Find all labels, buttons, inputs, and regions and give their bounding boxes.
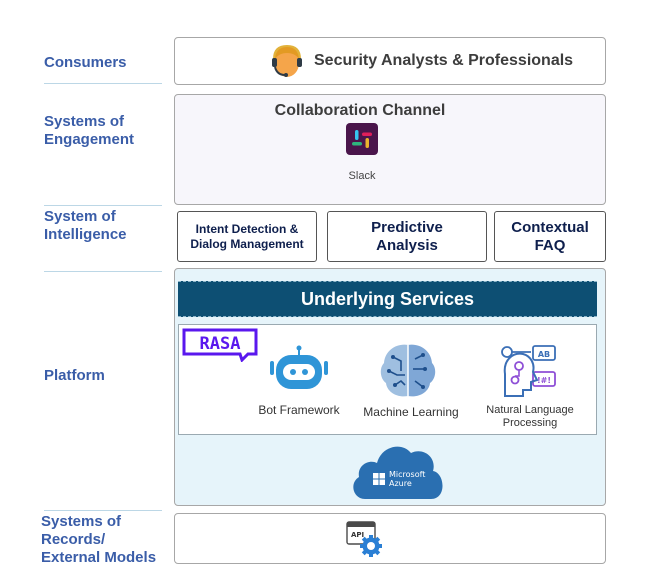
rasa-logo-text: RASA — [200, 334, 241, 354]
label-divider — [44, 83, 162, 84]
intent-detection-line1: Intent Detection & — [195, 221, 299, 236]
nlp-label: Natural Language Processing — [475, 404, 585, 430]
platform-box: Underlying Services RASA Bot Framework — [174, 268, 606, 506]
layer-label-intelligence: System of Intelligence — [44, 208, 127, 244]
label-divider — [44, 205, 162, 206]
layer-label-engagement-line1: Systems of — [44, 113, 125, 130]
nlp-label-line1: Natural Language — [486, 404, 574, 416]
predictive-analysis-box: Predictive Analysis — [327, 211, 487, 262]
svg-text:AB: AB — [538, 350, 550, 359]
intent-detection-box: Intent Detection & Dialog Management — [177, 211, 317, 262]
azure-line1: Microsoft — [389, 470, 425, 479]
predictive-analysis-line1: Predictive — [371, 218, 443, 236]
robot-icon — [270, 345, 328, 389]
predictive-analysis-line2: Analysis — [376, 236, 438, 254]
machine-learning-label: Machine Learning — [363, 405, 459, 419]
contextual-faq-line2: FAQ — [534, 236, 566, 254]
layer-label-records: Systems of Records/ External Models — [41, 513, 156, 567]
intent-detection-line2: Dialog Management — [190, 236, 304, 251]
slack-label: Slack — [348, 170, 376, 182]
slack-icon — [346, 123, 378, 155]
collaboration-title: Collaboration Channel — [274, 102, 446, 119]
layer-label-records-line2: Records/ — [41, 531, 106, 548]
api-gear-icon: API — [346, 521, 382, 557]
label-divider — [44, 271, 162, 272]
nlp-label-line2: Processing — [502, 417, 558, 429]
layer-label-intelligence-line1: System of — [44, 208, 116, 225]
brain-circuit-icon — [380, 344, 436, 397]
user-headset-icon — [272, 45, 302, 77]
underlying-services-banner: Underlying Services — [178, 281, 597, 317]
rasa-logo-icon: RASA — [182, 328, 258, 362]
consumers-title: Security Analysts & Professionals — [314, 52, 574, 69]
label-divider — [44, 510, 162, 511]
records-box: API — [174, 513, 606, 564]
azure-line2: Azure — [389, 479, 412, 488]
contextual-faq-box: Contextual FAQ — [494, 211, 606, 262]
layer-label-records-line1: Systems of — [41, 513, 122, 530]
layer-label-records-line3: External Models — [41, 549, 157, 566]
layer-label-platform: Platform — [44, 367, 105, 384]
layer-label-engagement-line2: Engagement — [44, 131, 135, 148]
bot-framework-label: Bot Framework — [258, 403, 340, 417]
layer-label-engagement: Systems of Engagement — [44, 113, 134, 149]
azure-cloud-icon: Microsoft Azure — [353, 446, 443, 499]
contextual-faq-line1: Contextual — [511, 218, 589, 236]
api-label: API — [351, 531, 364, 539]
layer-label-intelligence-line2: Intelligence — [44, 226, 127, 243]
engagement-box: Collaboration Channel Slack — [174, 94, 606, 205]
nlp-head-icon: AB !#! — [501, 345, 556, 397]
consumers-box: Security Analysts & Professionals — [174, 37, 606, 85]
svg-text:!#!: !#! — [537, 376, 551, 385]
services-panel: RASA Bot Framework — [178, 324, 597, 435]
layer-label-consumers: Consumers — [44, 54, 127, 71]
